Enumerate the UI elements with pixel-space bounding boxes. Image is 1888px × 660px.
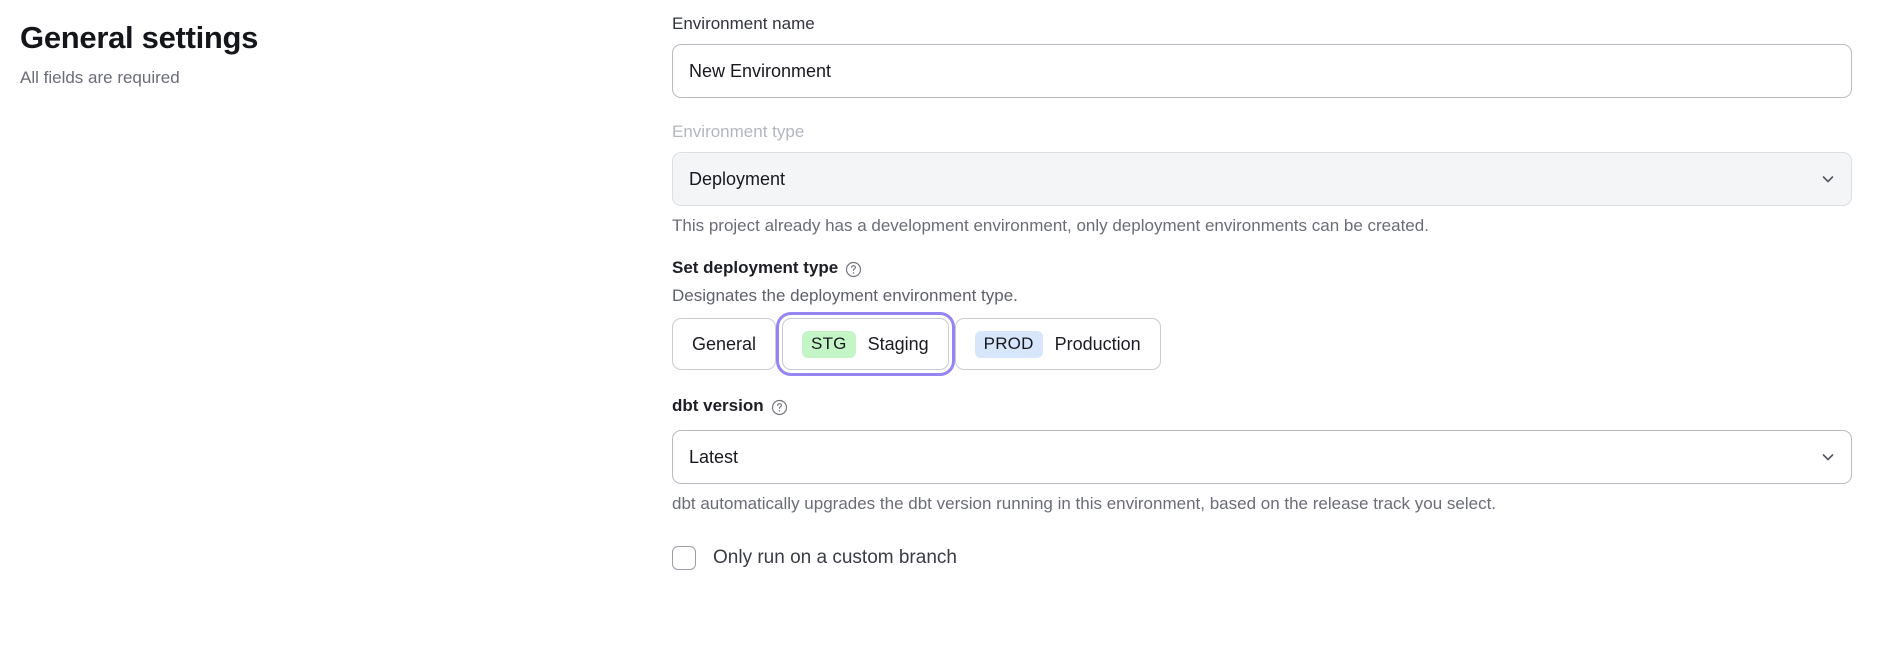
help-circle-icon[interactable] <box>771 399 788 416</box>
help-circle-icon[interactable] <box>845 261 862 278</box>
environment-type-label: Environment type <box>672 122 805 141</box>
environment-type-hint: This project already has a development e… <box>672 216 1429 235</box>
deployment-type-option-staging[interactable]: STG Staging <box>776 312 955 376</box>
deployment-type-field: Set deployment type Designates the deplo… <box>672 256 1852 376</box>
custom-branch-checkbox[interactable] <box>672 546 696 570</box>
dbt-version-select-value-box[interactable]: Latest <box>672 430 1852 484</box>
environment-name-field: Environment name <box>672 12 1852 98</box>
settings-header: General settings All fields are required <box>20 18 620 90</box>
environment-type-select-value-box[interactable]: Deployment <box>672 152 1852 206</box>
deployment-type-option-production[interactable]: PROD Production <box>954 318 1161 370</box>
settings-form: Environment name Environment type Deploy… <box>672 12 1852 570</box>
dbt-version-value: Latest <box>689 446 739 467</box>
dbt-version-select[interactable]: Latest <box>672 430 1852 484</box>
deployment-type-option-production-label: Production <box>1054 333 1141 354</box>
dbt-version-field: dbt version Latest <box>672 394 1852 516</box>
staging-badge: STG <box>802 330 856 358</box>
deployment-type-option-general[interactable]: General <box>672 318 777 370</box>
production-badge: PROD <box>974 330 1043 358</box>
deployment-type-label: Set deployment type <box>672 258 839 277</box>
deployment-type-option-general-label: General <box>692 333 757 354</box>
deployment-type-description: Designates the deployment environment ty… <box>672 286 1018 305</box>
dbt-version-hint: dbt automatically upgrades the dbt versi… <box>672 494 1497 513</box>
environment-name-input[interactable] <box>672 44 1852 98</box>
custom-branch-label[interactable]: Only run on a custom branch <box>713 547 957 568</box>
dbt-version-label-row: dbt version <box>672 394 1852 418</box>
deployment-type-label-row: Set deployment type <box>672 256 1852 280</box>
environment-type-select[interactable]: Deployment <box>672 152 1852 206</box>
environment-type-field: Environment type Deployment This project… <box>672 120 1852 238</box>
page-title: General settings <box>20 20 259 55</box>
dbt-version-label: dbt version <box>672 396 764 415</box>
page-subtitle: All fields are required <box>20 68 180 87</box>
custom-branch-row: Only run on a custom branch <box>672 546 1852 570</box>
deployment-type-segmented-control: General STG Staging PROD Production <box>672 312 1852 376</box>
environment-name-label: Environment name <box>672 14 815 33</box>
deployment-type-option-staging-label: Staging <box>867 333 929 354</box>
environment-type-value: Deployment <box>689 168 786 189</box>
